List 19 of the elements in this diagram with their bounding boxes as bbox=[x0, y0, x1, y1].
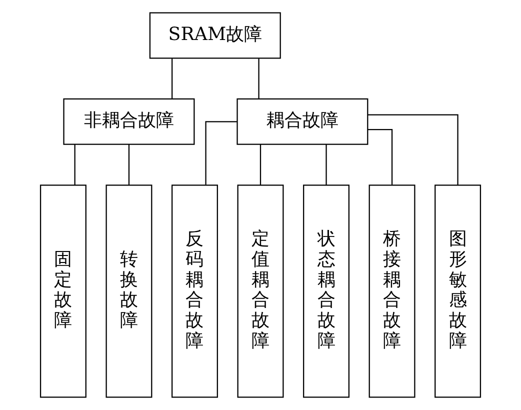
node-box: 转换故障 bbox=[106, 184, 152, 398]
node-box: 反码耦合故障 bbox=[172, 184, 218, 398]
node-box: 图形敏感故障 bbox=[434, 184, 482, 398]
connector bbox=[368, 114, 458, 186]
connector bbox=[368, 129, 393, 185]
node-box: 桥接耦合故障 bbox=[368, 184, 416, 398]
connector bbox=[128, 144, 130, 186]
connector bbox=[172, 58, 173, 99]
connector bbox=[326, 144, 327, 186]
node-box: 定值耦合故障 bbox=[237, 184, 284, 398]
connector bbox=[258, 58, 260, 99]
node-box: SRAM故障 bbox=[149, 12, 281, 59]
node-box: 非耦合故障 bbox=[63, 98, 195, 145]
node-box: 固定故障 bbox=[40, 184, 86, 398]
connector bbox=[205, 121, 237, 185]
connector bbox=[260, 144, 262, 186]
node-box: 状态耦合故障 bbox=[303, 184, 350, 398]
node-box: 耦合故障 bbox=[236, 98, 368, 145]
connector bbox=[74, 144, 76, 186]
